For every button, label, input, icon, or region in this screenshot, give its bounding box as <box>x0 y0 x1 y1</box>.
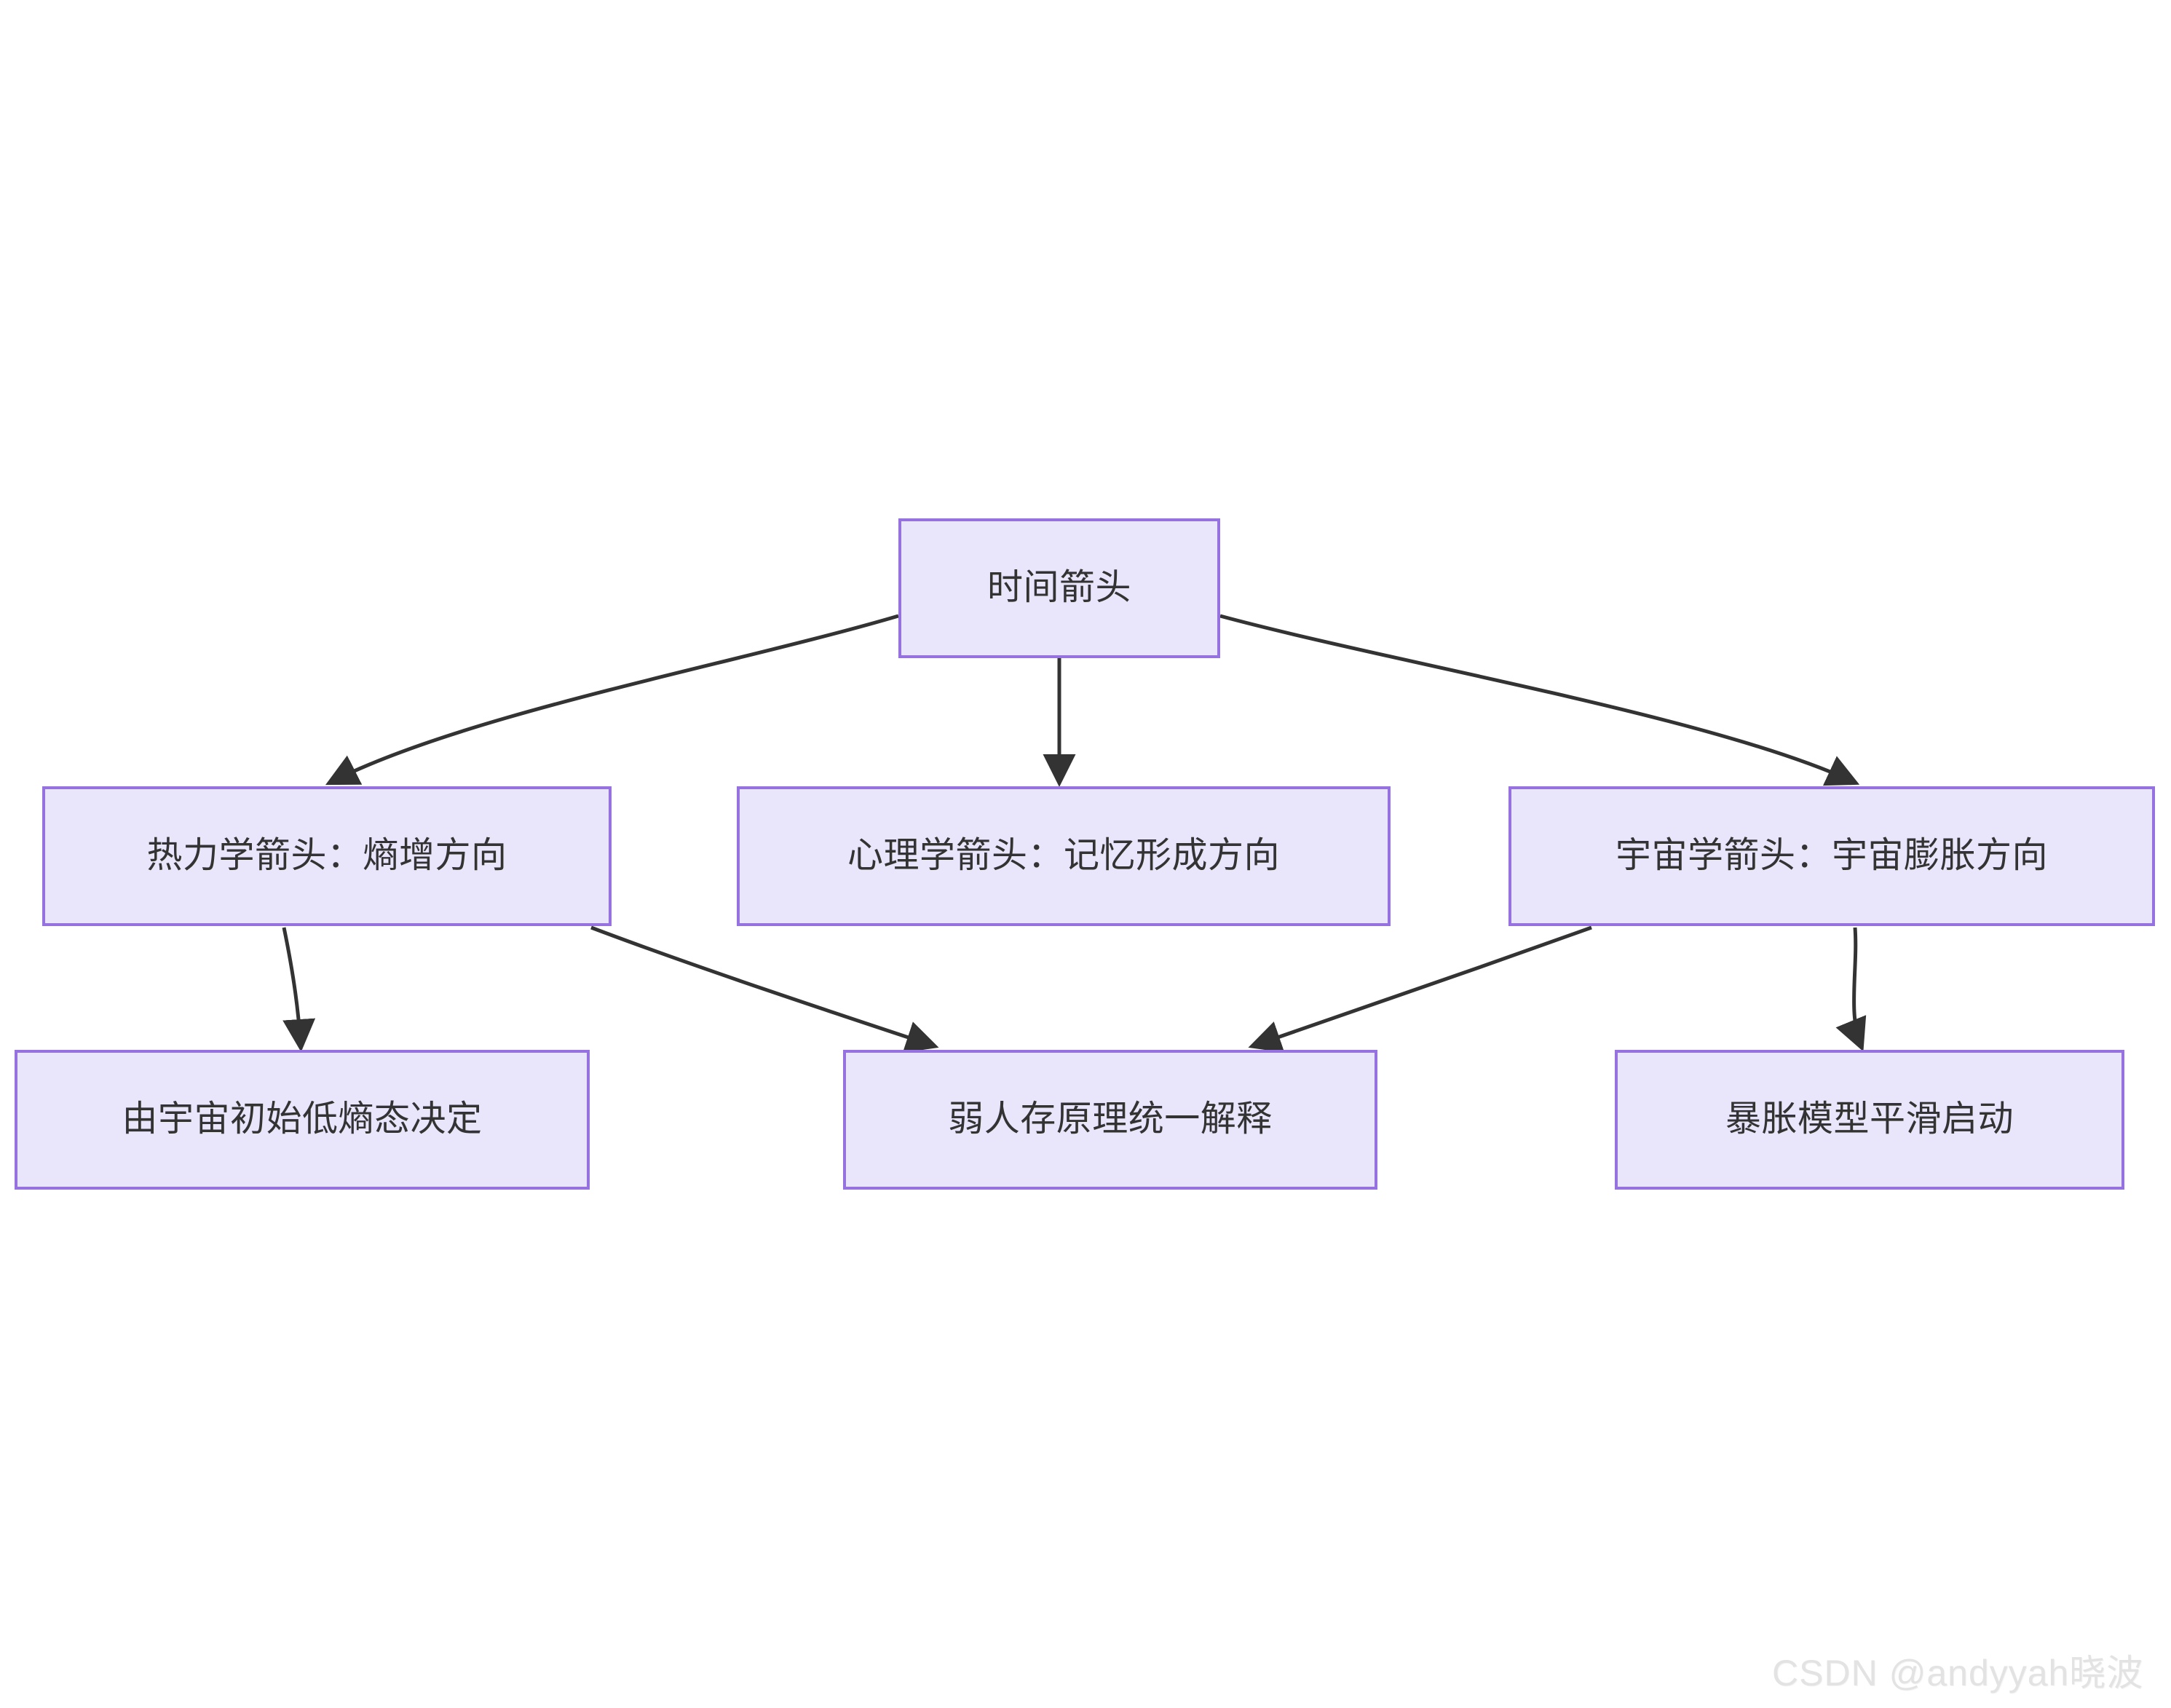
node-psych[interactable]: 心理学箭头：记忆形成方向 <box>737 786 1391 926</box>
edge-thermo-to-lowentropy <box>282 927 316 1052</box>
edge-cosmo-to-anthropic <box>1248 925 1592 1053</box>
node-cosmo[interactable]: 宇宙学箭头：宇宙膨胀方向 <box>1508 786 2155 926</box>
node-anthropic[interactable]: 弱人存原理统一解释 <box>843 1050 1377 1190</box>
edge-cosmo-to-inflation <box>1835 927 1867 1052</box>
watermark-label: CSDN @andyyah晓波 <box>1772 1653 2144 1693</box>
edge-root-to-cosmo <box>1219 614 1860 786</box>
node-thermo[interactable]: 热力学箭头：熵增方向 <box>42 786 612 926</box>
node-inflation[interactable]: 暴胀模型平滑启动 <box>1615 1050 2124 1190</box>
node-lowentropy[interactable]: 由宇宙初始低熵态决定 <box>15 1050 590 1190</box>
edge-root-to-thermo <box>325 614 899 786</box>
edge-thermo-to-anthropic <box>590 925 939 1053</box>
node-root[interactable]: 时间箭头 <box>898 518 1220 658</box>
